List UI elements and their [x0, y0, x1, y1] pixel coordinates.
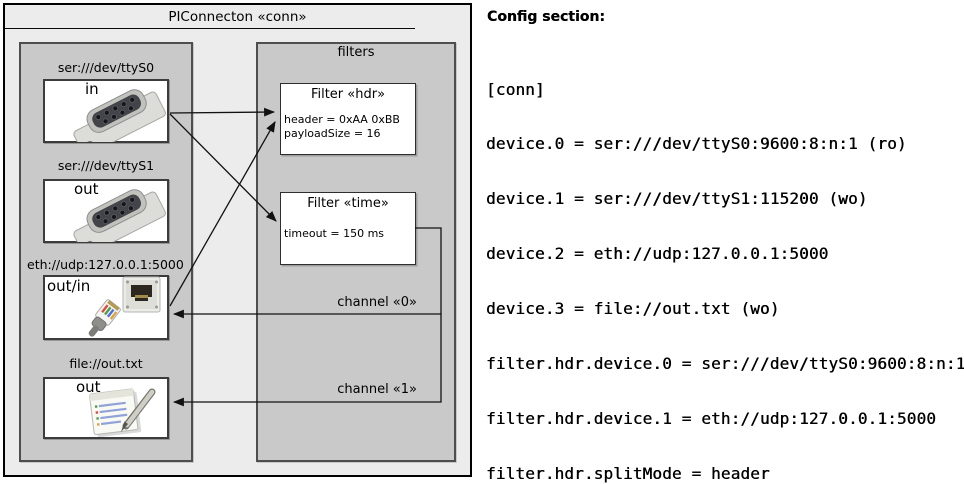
- ethernet-rj45-connector-image: [88, 276, 161, 337]
- channel-1-label: channel «1»: [337, 382, 417, 397]
- device-label-ttyS0: ser:///dev/ttyS0: [57, 60, 155, 75]
- device-label-file: file://out.txt: [69, 356, 143, 371]
- config-section-heading: Config section:: [487, 9, 605, 25]
- filter-time-title: Filter «time»: [307, 196, 389, 211]
- filter-hdr-prop-header: header = 0xAA 0xBB: [284, 113, 400, 126]
- device-label-ttyS1: ser:///dev/ttyS1: [57, 158, 155, 173]
- filter-hdr-title: Filter «hdr»: [310, 87, 386, 102]
- channel-0-label: channel «0»: [337, 295, 417, 310]
- device-name-out-serial: out: [74, 180, 99, 198]
- frame-title-separator: [5, 28, 415, 30]
- serial-db9-connector-image: [73, 89, 166, 142]
- device-name-in: in: [85, 80, 99, 98]
- serial-db9-connector-image: [73, 189, 166, 242]
- config-line: device.2 = eth://udp:127.0.0.1:5000: [486, 244, 829, 264]
- config-line: filter.hdr.splitMode = header: [486, 463, 770, 483]
- filter-box-hdr: [280, 83, 416, 155]
- config-line: filter.hdr.device.1 = eth://udp:127.0.0.…: [486, 408, 937, 428]
- config-text-block: [conn] device.0 = ser:///dev/ttyS0:9600:…: [486, 44, 964, 484]
- device-name-out-file: out: [76, 378, 101, 396]
- filter-hdr-prop-payload: payloadSize = 16: [284, 126, 381, 140]
- frame-title: PIConnecton «conn»: [168, 9, 307, 25]
- config-line: device.3 = file://out.txt (wo): [486, 299, 780, 319]
- config-line: device.0 = ser:///dev/ttyS0:9600:8:n:1 (…: [486, 134, 907, 154]
- config-line: [conn]: [486, 79, 545, 99]
- config-line: device.1 = ser:///dev/ttyS1:115200 (wo): [486, 189, 868, 209]
- filter-time-prop-timeout: timeout = 150 ms: [284, 227, 385, 240]
- filters-panel-title: filters: [337, 45, 375, 60]
- device-name-out-in: out/in: [47, 277, 91, 295]
- device-label-eth: eth://udp:127.0.0.1:5000: [27, 257, 184, 272]
- config-line: filter.hdr.device.0 = ser:///dev/ttyS0:9…: [486, 354, 964, 374]
- notepad-file-image: [89, 388, 156, 438]
